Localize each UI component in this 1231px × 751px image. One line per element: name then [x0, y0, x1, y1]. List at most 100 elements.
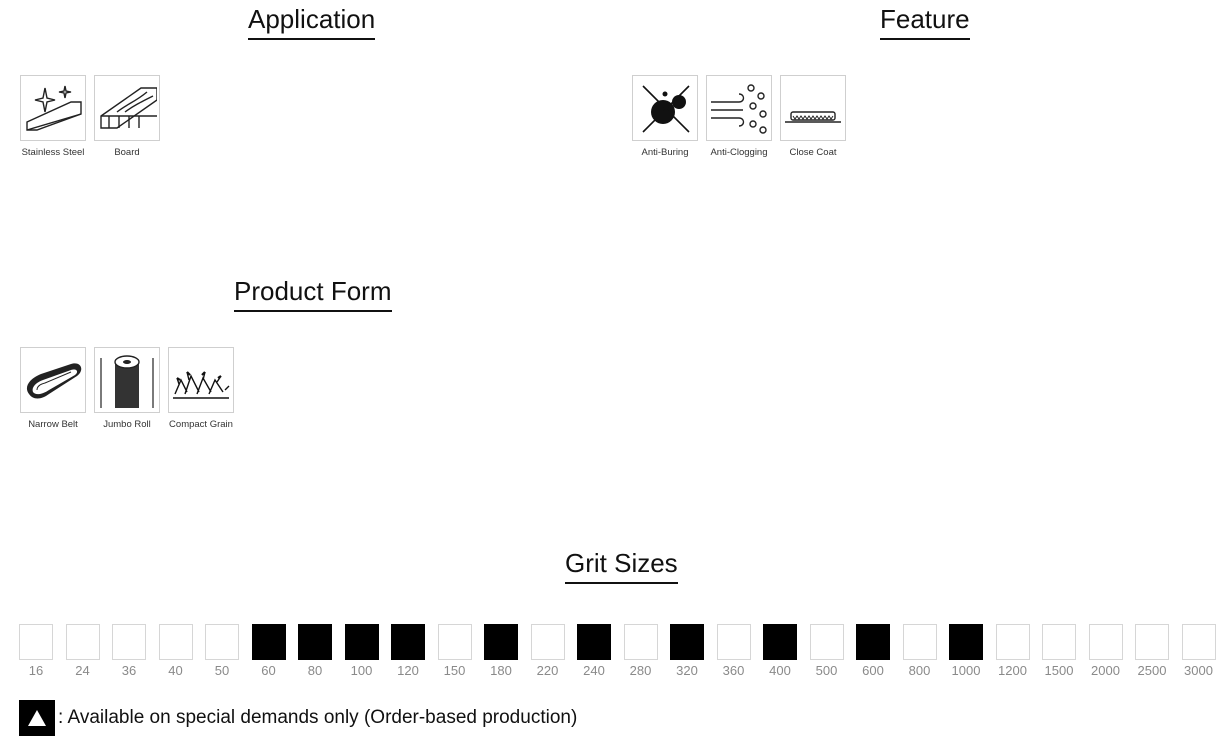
jumbo-roll-icon [94, 347, 160, 413]
grit-size-swatch [1135, 624, 1169, 660]
grit-size-label: 280 [629, 663, 652, 678]
compact-grain-icon [168, 347, 234, 413]
grit-size-swatch [530, 624, 565, 660]
grit-size-2000[interactable]: 2000 [1088, 624, 1123, 678]
grit-size-2500[interactable]: 2500 [1135, 624, 1169, 678]
legend-text: : Available on special demands only (Ord… [58, 707, 578, 728]
feature-icons: Anti-Buring Anti-Clogging [631, 75, 847, 159]
grit-size-swatch [1042, 624, 1076, 660]
grit-size-swatch [112, 624, 146, 660]
grit-size-1200[interactable]: 1200 [995, 624, 1030, 678]
triangle-up-icon [19, 700, 55, 736]
grit-size-600[interactable]: 600 [856, 624, 890, 678]
grit-size-swatch [716, 624, 751, 660]
grit-size-24[interactable]: 24 [65, 624, 100, 678]
grit-size-swatch [670, 624, 704, 660]
grit-size-swatch [391, 624, 425, 660]
grit-size-100[interactable]: 100 [344, 624, 379, 678]
product-form-icons: Narrow Belt Jumbo Roll Compact Grain [19, 347, 235, 431]
grit-size-220[interactable]: 220 [530, 624, 565, 678]
grit-size-320[interactable]: 320 [670, 624, 704, 678]
grit-size-label: 50 [214, 663, 230, 678]
grit-size-swatch [437, 624, 472, 660]
grit-size-label: 360 [722, 663, 745, 678]
grit-size-1500[interactable]: 1500 [1042, 624, 1076, 678]
grit-size-list: 16 24 36 40 50 60 80 100 120 150 180 220 240 280 320 36… [19, 624, 1216, 678]
grit-size-swatch [902, 624, 937, 660]
grit-size-label: 150 [443, 663, 466, 678]
application-label: Stainless Steel [21, 147, 85, 158]
grit-size-40[interactable]: 40 [158, 624, 193, 678]
grit-size-swatch [1181, 624, 1216, 660]
grit-size-280[interactable]: 280 [623, 624, 658, 678]
availability-legend: : Available on special demands only (Ord… [19, 700, 577, 736]
product-form-title: Product Form [234, 274, 392, 312]
application-title: Application [248, 2, 376, 40]
grit-size-label: 120 [397, 663, 419, 678]
anti-clogging-icon [706, 75, 772, 141]
grit-size-swatch [298, 624, 332, 660]
grit-size-60[interactable]: 60 [251, 624, 286, 678]
grit-size-swatch [949, 624, 983, 660]
grit-size-label: 400 [769, 663, 791, 678]
grit-size-swatch [995, 624, 1030, 660]
grit-size-label: 500 [815, 663, 838, 678]
grit-size-swatch [19, 624, 53, 660]
product-form-item-compact-grain[interactable]: Compact Grain [167, 347, 235, 431]
grit-size-80[interactable]: 80 [298, 624, 332, 678]
grit-size-swatch [205, 624, 239, 660]
grit-size-36[interactable]: 36 [112, 624, 146, 678]
product-form-item-jumbo-roll[interactable]: Jumbo Roll [93, 347, 161, 431]
grit-size-120[interactable]: 120 [391, 624, 425, 678]
grit-size-swatch [856, 624, 890, 660]
grit-size-swatch [344, 624, 379, 660]
stainless-steel-icon [20, 75, 86, 141]
application-item-board[interactable]: Board [93, 75, 161, 159]
grit-size-500[interactable]: 500 [809, 624, 844, 678]
grit-size-3000[interactable]: 3000 [1181, 624, 1216, 678]
grit-size-label: 80 [307, 663, 323, 678]
grit-size-400[interactable]: 400 [763, 624, 797, 678]
grit-size-16[interactable]: 16 [19, 624, 53, 678]
grit-size-swatch [65, 624, 100, 660]
application-icons: Stainless Steel Board [19, 75, 161, 159]
grit-size-240[interactable]: 240 [577, 624, 611, 678]
grit-size-swatch [251, 624, 286, 660]
grit-size-label: 100 [350, 663, 373, 678]
grit-size-swatch [577, 624, 611, 660]
grit-size-1000[interactable]: 1000 [949, 624, 983, 678]
product-form-label: Compact Grain [169, 419, 233, 430]
feature-label: Close Coat [789, 147, 837, 158]
feature-item-anti-buring[interactable]: Anti-Buring [631, 75, 699, 159]
close-coat-icon [780, 75, 846, 141]
grit-size-label: 320 [676, 663, 698, 678]
grit-size-label: 16 [28, 663, 44, 678]
feature-label: Anti-Clogging [710, 147, 768, 158]
product-form-item-narrow-belt[interactable]: Narrow Belt [19, 347, 87, 431]
grit-size-label: 800 [908, 663, 931, 678]
feature-item-close-coat[interactable]: Close Coat [779, 75, 847, 159]
grit-size-label: 600 [862, 663, 884, 678]
grit-size-180[interactable]: 180 [484, 624, 518, 678]
grit-size-800[interactable]: 800 [902, 624, 937, 678]
grit-size-label: 60 [261, 663, 276, 678]
grit-size-50[interactable]: 50 [205, 624, 239, 678]
grit-size-swatch [158, 624, 193, 660]
grit-size-label: 220 [536, 663, 559, 678]
grit-size-150[interactable]: 150 [437, 624, 472, 678]
grit-size-label: 24 [75, 663, 90, 678]
narrow-belt-icon [20, 347, 86, 413]
grit-size-label: 36 [121, 663, 137, 678]
application-item-stainless-steel[interactable]: Stainless Steel [19, 75, 87, 159]
anti-burning-icon [632, 75, 698, 141]
grit-size-label: 1000 [951, 663, 981, 678]
board-icon [94, 75, 160, 141]
grit-size-label: 1200 [998, 663, 1027, 678]
feature-item-anti-clogging[interactable]: Anti-Clogging [705, 75, 773, 159]
grit-size-360[interactable]: 360 [716, 624, 751, 678]
grit-size-swatch [763, 624, 797, 660]
grit-size-label: 40 [168, 663, 183, 678]
grit-size-label: 240 [583, 663, 605, 678]
grit-size-swatch [484, 624, 518, 660]
grit-size-label: 2500 [1137, 663, 1167, 678]
